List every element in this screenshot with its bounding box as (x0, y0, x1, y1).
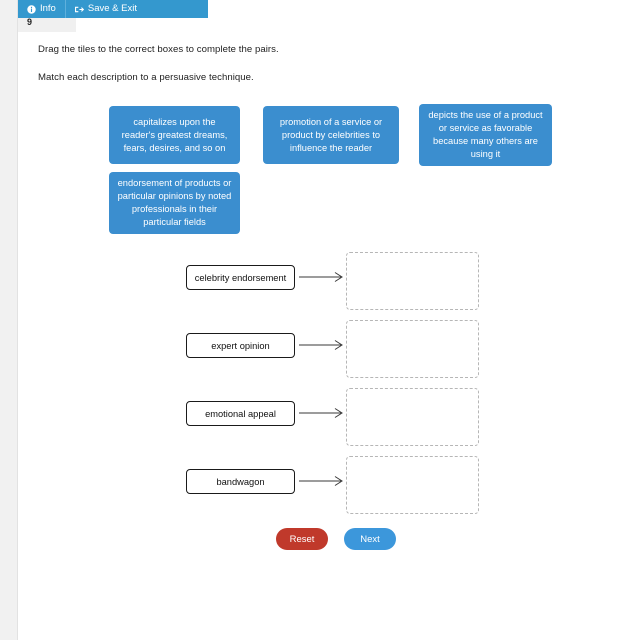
left-sidebar-rail (0, 0, 18, 640)
arrow-right-icon (299, 338, 347, 352)
question-content: Drag the tiles to the correct boxes to c… (19, 32, 640, 640)
save-and-exit-button-label: Save & Exit (87, 3, 137, 14)
save-and-exit-button[interactable]: Save & Exit (64, 0, 146, 18)
next-button[interactable]: Next (344, 528, 396, 550)
info-button[interactable]: Info (18, 0, 65, 18)
info-button-label: Info (40, 3, 56, 14)
reset-button[interactable]: Reset (276, 528, 328, 550)
top-toolbar: Info Save & Exit (18, 0, 208, 18)
match-row: bandwagon (19, 456, 640, 518)
drop-target[interactable] (346, 252, 479, 310)
sign-out-icon (74, 5, 84, 14)
info-circle-icon (27, 4, 36, 14)
drop-target[interactable] (346, 456, 479, 514)
action-button-bar: Reset Next (19, 528, 640, 562)
match-label: celebrity endorsement (186, 265, 295, 290)
draggable-tile[interactable]: endorsement of products or particular op… (109, 172, 240, 234)
match-label: bandwagon (186, 469, 295, 494)
arrow-right-icon (299, 406, 347, 420)
instruction-line-2: Match each description to a persuasive t… (38, 72, 254, 83)
match-label: emotional appeal (186, 401, 295, 426)
match-row: celebrity endorsement (19, 252, 640, 314)
question-number-tab (18, 18, 76, 32)
drop-target[interactable] (346, 320, 479, 378)
match-row: expert opinion (19, 320, 640, 382)
instruction-line-1: Drag the tiles to the correct boxes to c… (38, 44, 279, 55)
draggable-tile[interactable]: promotion of a service or product by cel… (263, 106, 399, 164)
arrow-right-icon (299, 474, 347, 488)
drop-target[interactable] (346, 388, 479, 446)
question-number: 9 (27, 17, 33, 27)
draggable-tile[interactable]: capitalizes upon the reader's greatest d… (109, 106, 240, 164)
arrow-right-icon (299, 270, 347, 284)
match-label: expert opinion (186, 333, 295, 358)
match-row: emotional appeal (19, 388, 640, 450)
draggable-tile[interactable]: depicts the use of a product or service … (419, 104, 552, 166)
